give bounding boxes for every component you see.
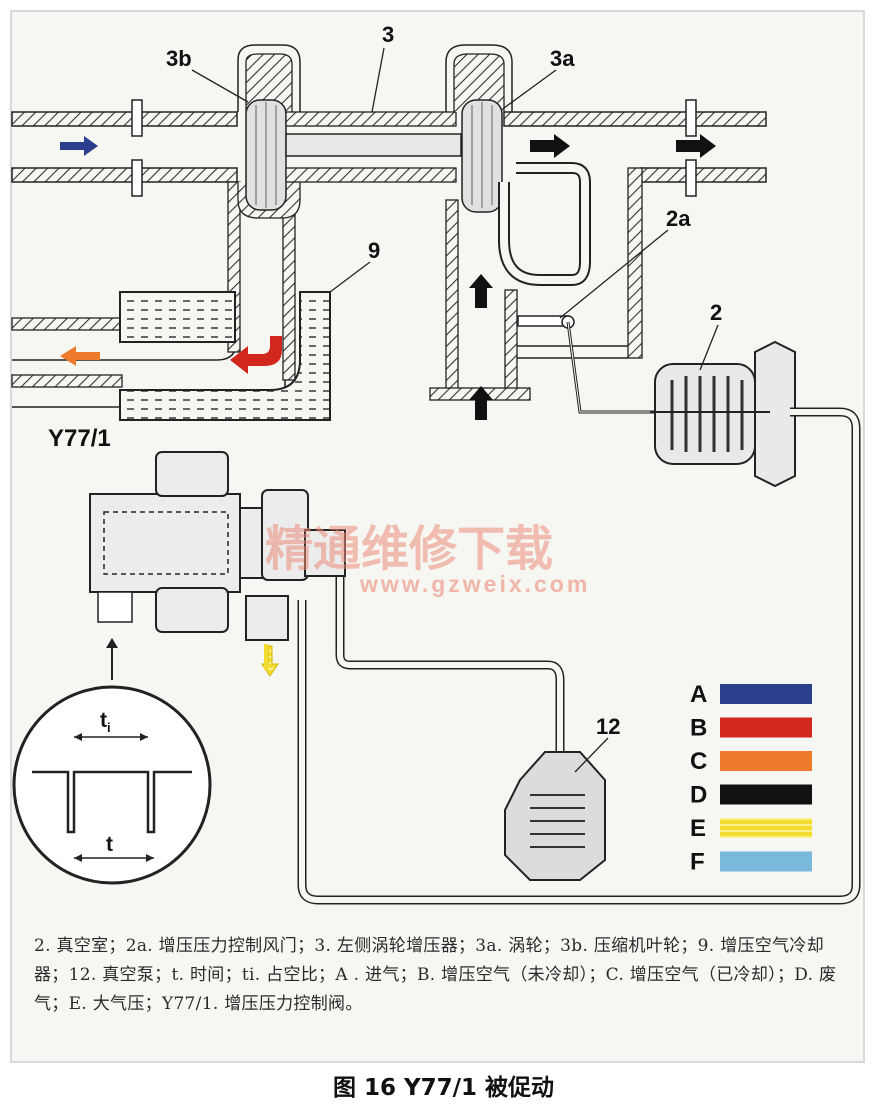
vacuum-chamber [650,340,796,488]
label-3b: 3b [166,46,192,71]
pwm-signal-inset [12,685,212,885]
turbo-shaft [285,111,462,183]
label-9: 9 [368,238,380,263]
label-2: 2 [710,300,722,325]
figure-title: 图 16 Y77/1 被促动 [332,1075,555,1101]
legend-swatch-a [720,684,812,704]
leader-lines [191,47,719,773]
legend-swatch-c [720,751,812,771]
legend-key-d: D [690,782,707,809]
label-3: 3 [382,22,394,47]
label-ti: ti [100,709,111,735]
vacuum-line [297,407,861,905]
exhaust-up-arrow-2 [469,386,493,420]
label-12: 12 [596,714,620,739]
intake-air-arrow [60,136,98,156]
label-t: t [106,833,113,856]
legend-key-b: B [690,715,707,742]
legend-key-f: F [690,849,705,876]
legend-key-e: E [690,815,706,842]
legend-swatch-b [720,717,812,738]
legend-swatch-d [720,784,812,805]
charge-air-cooler [119,291,331,421]
vacuum-pump [504,751,606,881]
watermark-url: www.gzweix.com [359,571,590,597]
exhaust-pipe [498,99,767,359]
label-2a: 2a [666,206,691,231]
uncooled-charge-air-arrow [230,336,282,374]
legend-swatch-f [720,851,812,872]
label-y77-1: Y77/1 [48,425,111,452]
wastegate-flap [517,315,660,414]
exhaust-arrow-1 [530,134,570,158]
boost-pressure-control-valve [89,451,346,680]
legend-key-c: C [690,748,707,775]
watermark-cn: 精通维修下载 [265,521,553,577]
legend-key-a: A [690,681,707,708]
intake-pipe [11,99,238,197]
turbine-housing [445,44,513,213]
flow-arrows [60,134,716,677]
label-3a: 3a [550,46,575,71]
exhaust-arrow-2 [676,134,716,158]
legend-swatch-e [720,818,812,838]
cooled-charge-air-arrow [60,346,100,366]
charge-air-pipe [11,181,296,408]
caption-text: 2. 真空室；2a. 增压压力控制风门；3. 左侧涡轮增压器；3a. 涡轮；3b… [34,936,837,1014]
compressor-housing [237,44,301,219]
exhaust-up-arrow-1 [469,274,493,308]
